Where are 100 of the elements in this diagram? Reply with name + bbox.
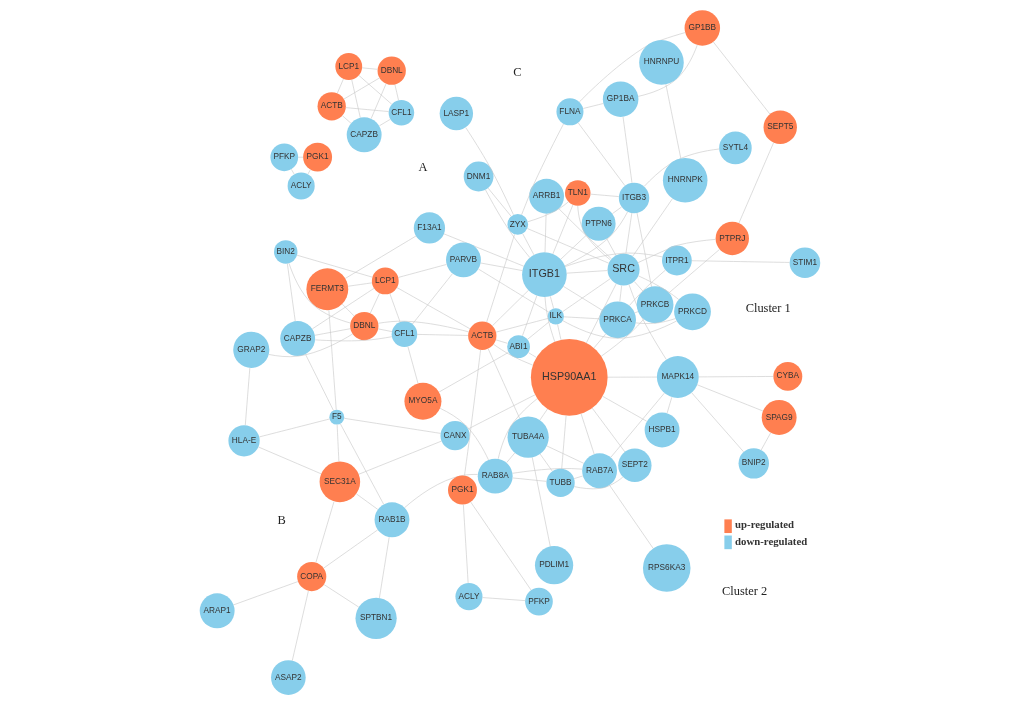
connector	[407, 346, 419, 384]
connector	[697, 384, 764, 412]
connector	[612, 206, 622, 214]
node-circle: STIM1	[789, 247, 821, 279]
legend-label: up-regulated	[735, 518, 795, 531]
connector	[573, 475, 584, 479]
node-circle: PGK1	[448, 475, 477, 505]
connector	[307, 169, 311, 175]
label: B	[277, 513, 286, 528]
node-circle: F13A1	[413, 212, 446, 244]
connector	[377, 320, 469, 333]
connector	[478, 268, 550, 313]
node-circle: LCP1	[335, 53, 363, 80]
connector	[638, 275, 680, 300]
connector	[619, 285, 622, 302]
connector	[397, 264, 447, 278]
connector	[527, 321, 550, 340]
connector	[493, 344, 534, 366]
connector	[396, 287, 471, 330]
connector	[643, 148, 720, 187]
node-circle: CANX	[440, 421, 470, 451]
connector	[634, 281, 644, 292]
connector	[539, 453, 553, 472]
node-circle: PTPRJ	[715, 221, 749, 256]
node-circle: BNIP2	[738, 448, 769, 479]
connector	[564, 211, 628, 267]
connector	[296, 254, 373, 278]
connector	[593, 333, 607, 349]
connector	[635, 318, 676, 324]
connector	[314, 328, 351, 336]
node-circle: BIN2	[274, 240, 298, 264]
connector	[487, 187, 512, 217]
connector	[609, 484, 654, 549]
connector	[506, 452, 516, 463]
connector	[665, 84, 682, 159]
label: C	[513, 65, 522, 80]
node-circle: RAB7A	[582, 453, 617, 489]
connector	[562, 278, 611, 312]
connector	[638, 44, 698, 97]
node-circle: ILK	[547, 308, 564, 325]
connector	[379, 119, 391, 127]
node-circle: ACLY	[287, 172, 315, 200]
node-circle: CAPZB	[346, 117, 382, 153]
connector	[668, 249, 720, 294]
connector	[258, 418, 330, 438]
node-circle: ITGB1	[522, 252, 567, 297]
connector	[258, 446, 322, 475]
connector	[629, 269, 666, 306]
connector	[634, 311, 639, 314]
connector	[544, 296, 556, 342]
node-circle: LCP1	[371, 267, 399, 295]
label: Cluster 1	[745, 301, 791, 316]
connector	[344, 235, 417, 279]
node-circle: GP1BA	[602, 81, 639, 117]
connector	[563, 285, 603, 311]
node-circle: RPS6KA3	[642, 544, 691, 592]
connector	[527, 228, 610, 264]
connector	[315, 501, 335, 563]
connector	[561, 415, 567, 469]
node-circle: PFKP	[270, 143, 299, 172]
connector	[582, 103, 604, 109]
connector	[480, 262, 523, 271]
node-circle: CFL1	[391, 321, 418, 347]
connector	[486, 234, 515, 323]
connector	[497, 398, 538, 460]
connector	[552, 204, 574, 255]
node-circle: GP1BB	[684, 10, 721, 46]
connector	[305, 353, 334, 411]
connector	[394, 84, 399, 101]
connector	[464, 349, 481, 476]
node-circle: GRAP2	[233, 331, 270, 368]
node-circle: PRKCD	[674, 293, 711, 331]
node-circle: PTPN6	[581, 206, 616, 241]
connector	[527, 201, 569, 222]
connector	[636, 212, 652, 288]
connector	[323, 529, 378, 569]
connector	[343, 77, 380, 100]
node-circle: ACTB	[317, 92, 346, 121]
connector	[470, 501, 532, 591]
connector	[443, 233, 525, 267]
node-circle: SRC	[607, 253, 640, 286]
connector	[351, 79, 361, 118]
node-circle: CFL1	[388, 99, 415, 126]
node-circle: MAPK14	[656, 356, 699, 398]
connector	[495, 318, 549, 333]
node-circle: RAB8A	[477, 458, 513, 494]
node-circle: FLNA	[556, 98, 584, 126]
node-circle: ACTB	[468, 321, 497, 350]
connector	[622, 116, 633, 184]
node-circle: CYBA	[773, 361, 803, 391]
node-circle: DNM1	[463, 161, 494, 192]
node-circle: PRKCA	[599, 301, 636, 339]
node-circle: ASAP2	[271, 660, 306, 695]
connector	[287, 263, 296, 322]
node-circle: SYTL4	[719, 131, 752, 165]
node-circle: ARAP1	[199, 593, 235, 629]
node-circle: COPA	[297, 561, 327, 592]
connector	[698, 376, 774, 378]
connector	[345, 107, 389, 112]
connector	[291, 590, 309, 661]
